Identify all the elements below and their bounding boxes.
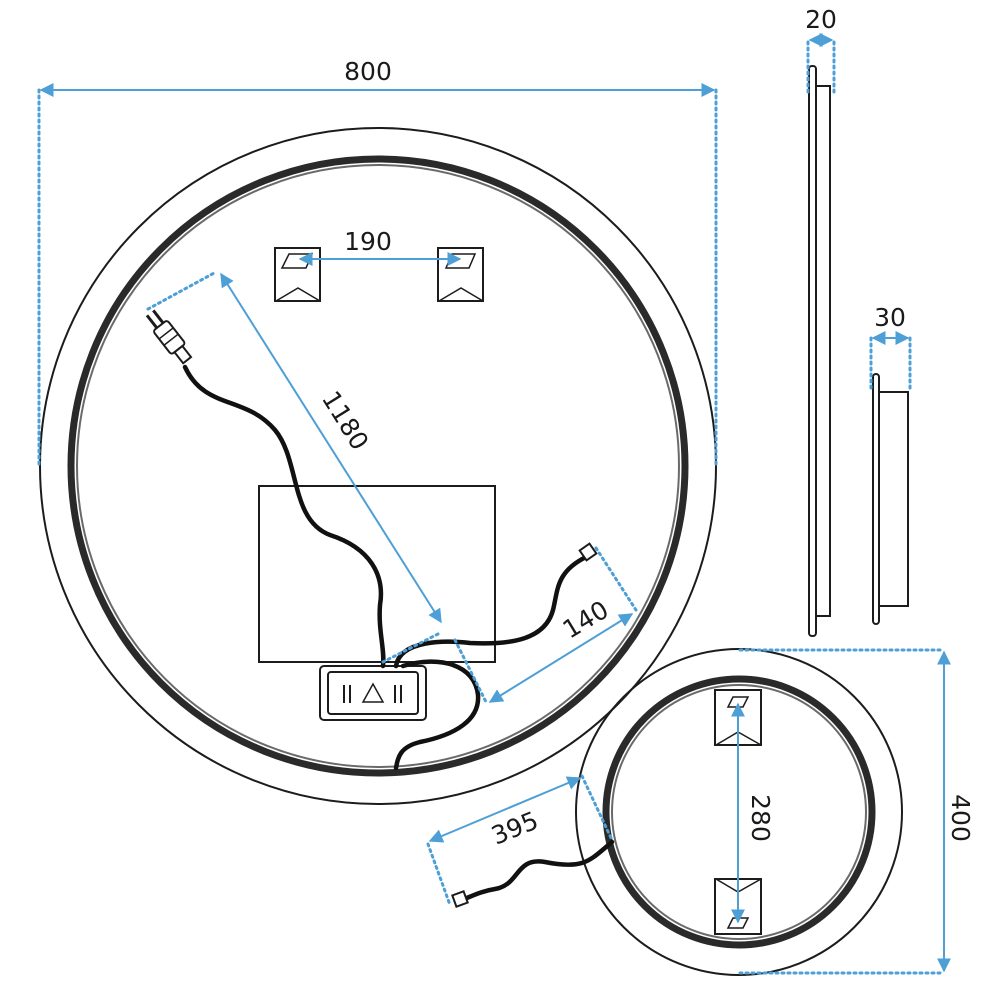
small-mirror-led-ring-inner (611, 684, 867, 940)
label-lead-length: 140 (558, 595, 614, 644)
large-mirror-outer-edge (39, 127, 717, 805)
power-plug-icon (145, 309, 193, 365)
led-cable (393, 659, 481, 771)
warning-icon (361, 682, 385, 703)
small-mirror-led-ring (602, 675, 876, 949)
label-height-small: 400 (946, 794, 975, 842)
label-bracket-spacing: 190 (344, 227, 392, 256)
label-bracket-spacing-small: 280 (746, 794, 775, 842)
small-lead-cable (459, 839, 615, 903)
lead-connector-icon (578, 542, 598, 562)
small-lead-connector-icon (451, 890, 469, 908)
large-mirror-led-ring (67, 155, 689, 777)
hanging-bracket-right (437, 247, 484, 302)
side-profile-large (808, 65, 831, 637)
label-depth-large: 20 (805, 5, 837, 34)
led-driver-box (319, 665, 427, 721)
dimension-lines (37, 33, 951, 975)
label-width-large: 800 (344, 57, 392, 86)
label-depth-small: 30 (874, 303, 906, 332)
side-profile-small (872, 373, 909, 625)
label-cable-length: 1180 (316, 386, 374, 455)
hanging-bracket-left (274, 247, 321, 302)
large-mirror-led-ring-inner (76, 164, 680, 768)
